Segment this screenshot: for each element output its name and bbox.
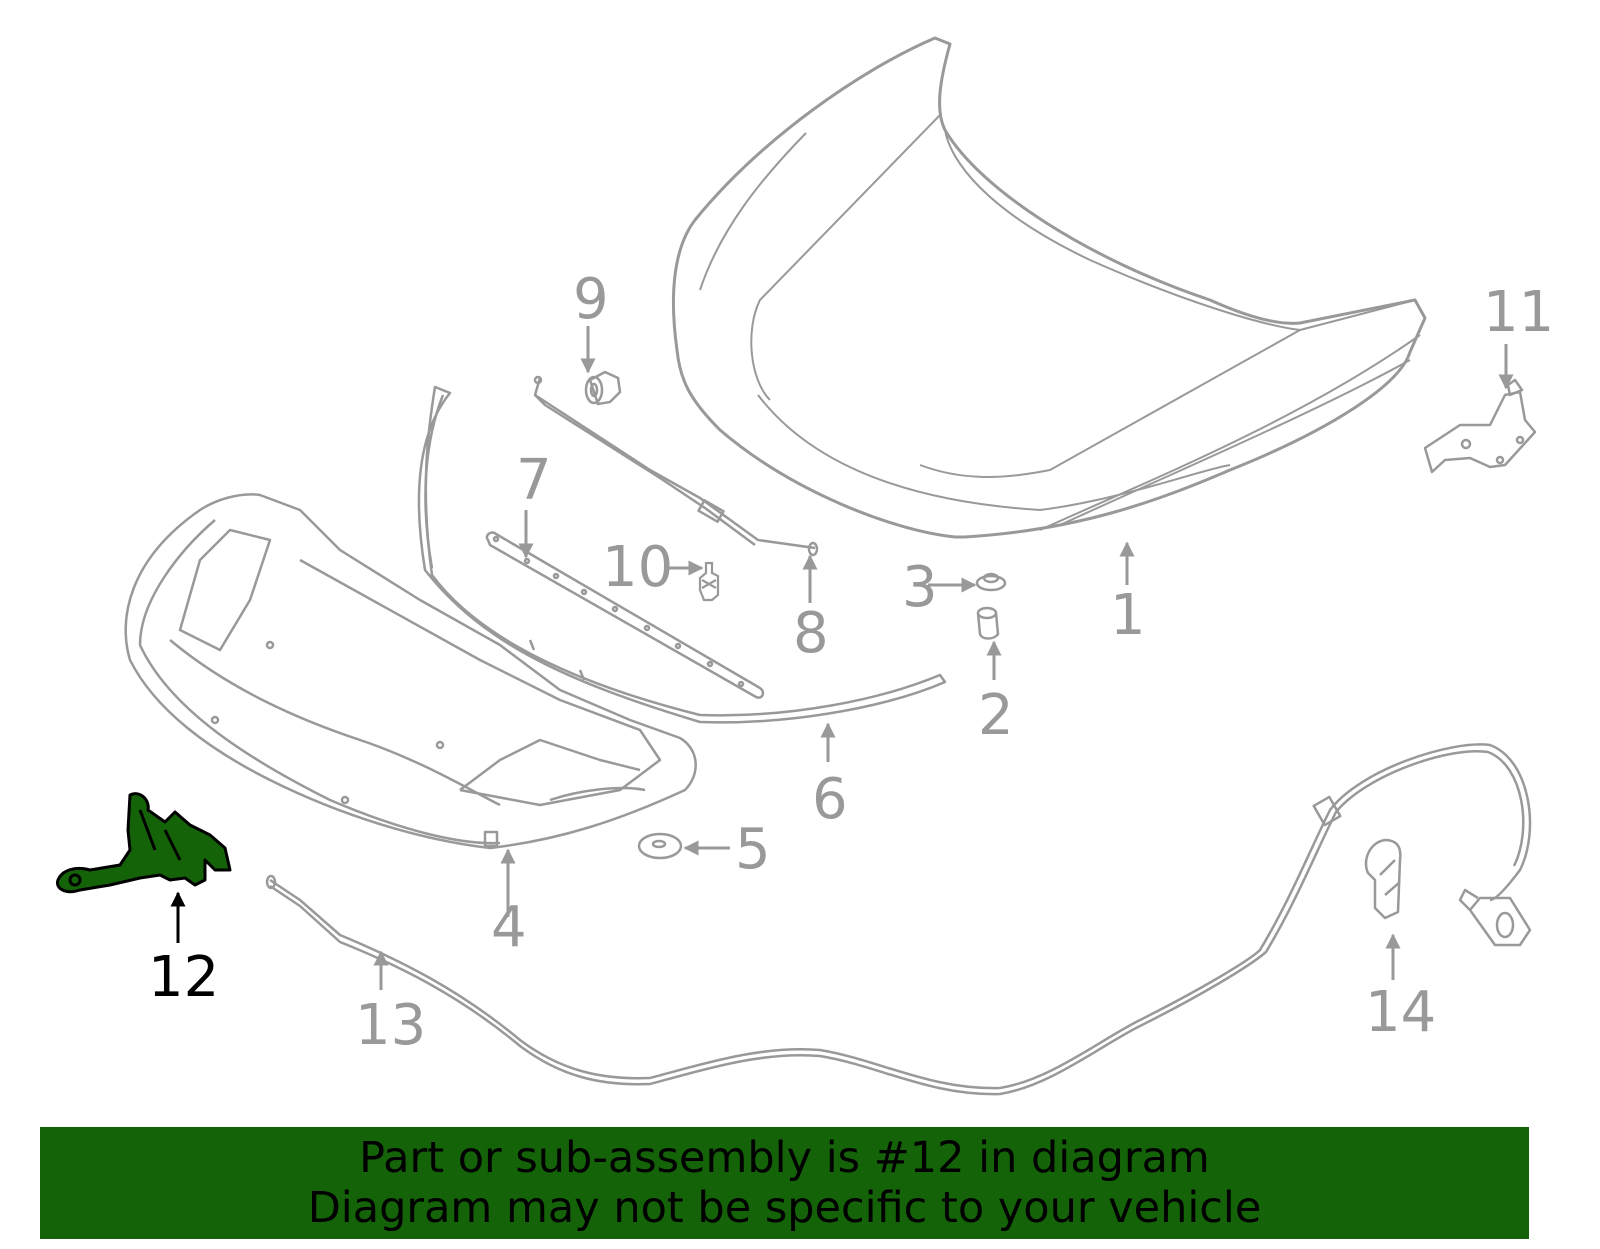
hood-panel-part-1: [671, 36, 1427, 539]
callout-2: 2: [978, 683, 1014, 748]
callout-12: 12: [148, 945, 220, 1010]
rod-clip-part-9: [584, 370, 622, 406]
callout-11: 11: [1483, 280, 1555, 345]
callout-3: 3: [902, 555, 938, 620]
callout-5: 5: [735, 817, 771, 882]
clip-part-10: [698, 561, 720, 602]
hood-insulator-part-4: [124, 493, 697, 850]
callout-14: 14: [1365, 980, 1437, 1045]
weatherstrip-part-6: [417, 385, 947, 724]
callout-10: 10: [602, 535, 674, 600]
seal-strip-part-7: [485, 531, 765, 699]
banner-line-disclaimer: Diagram may not be specific to your vehi…: [307, 1183, 1262, 1233]
release-cable-part-13: [265, 743, 1532, 1096]
support-rod-part-8: [533, 375, 819, 557]
washer-part-5: [637, 832, 683, 860]
leader-arrows: [170, 326, 1514, 990]
info-banner: Part or sub-assembly is #12 in diagram D…: [40, 1127, 1529, 1239]
callout-6: 6: [812, 767, 848, 832]
banner-line-part-number: Part or sub-assembly is #12 in diagram: [359, 1133, 1210, 1183]
grommet-part-3: [975, 572, 1007, 592]
callout-4: 4: [491, 895, 527, 960]
hinge-part-11: [1423, 378, 1537, 474]
callout-1: 1: [1110, 583, 1146, 648]
release-handle-part-14: [1364, 838, 1402, 920]
bumper-cushion-part-2: [976, 606, 1000, 640]
hood-latch-part-12: [55, 792, 232, 894]
callout-9: 9: [573, 267, 609, 332]
callout-13: 13: [355, 993, 427, 1058]
callout-8: 8: [793, 601, 829, 666]
callout-7: 7: [516, 448, 552, 513]
